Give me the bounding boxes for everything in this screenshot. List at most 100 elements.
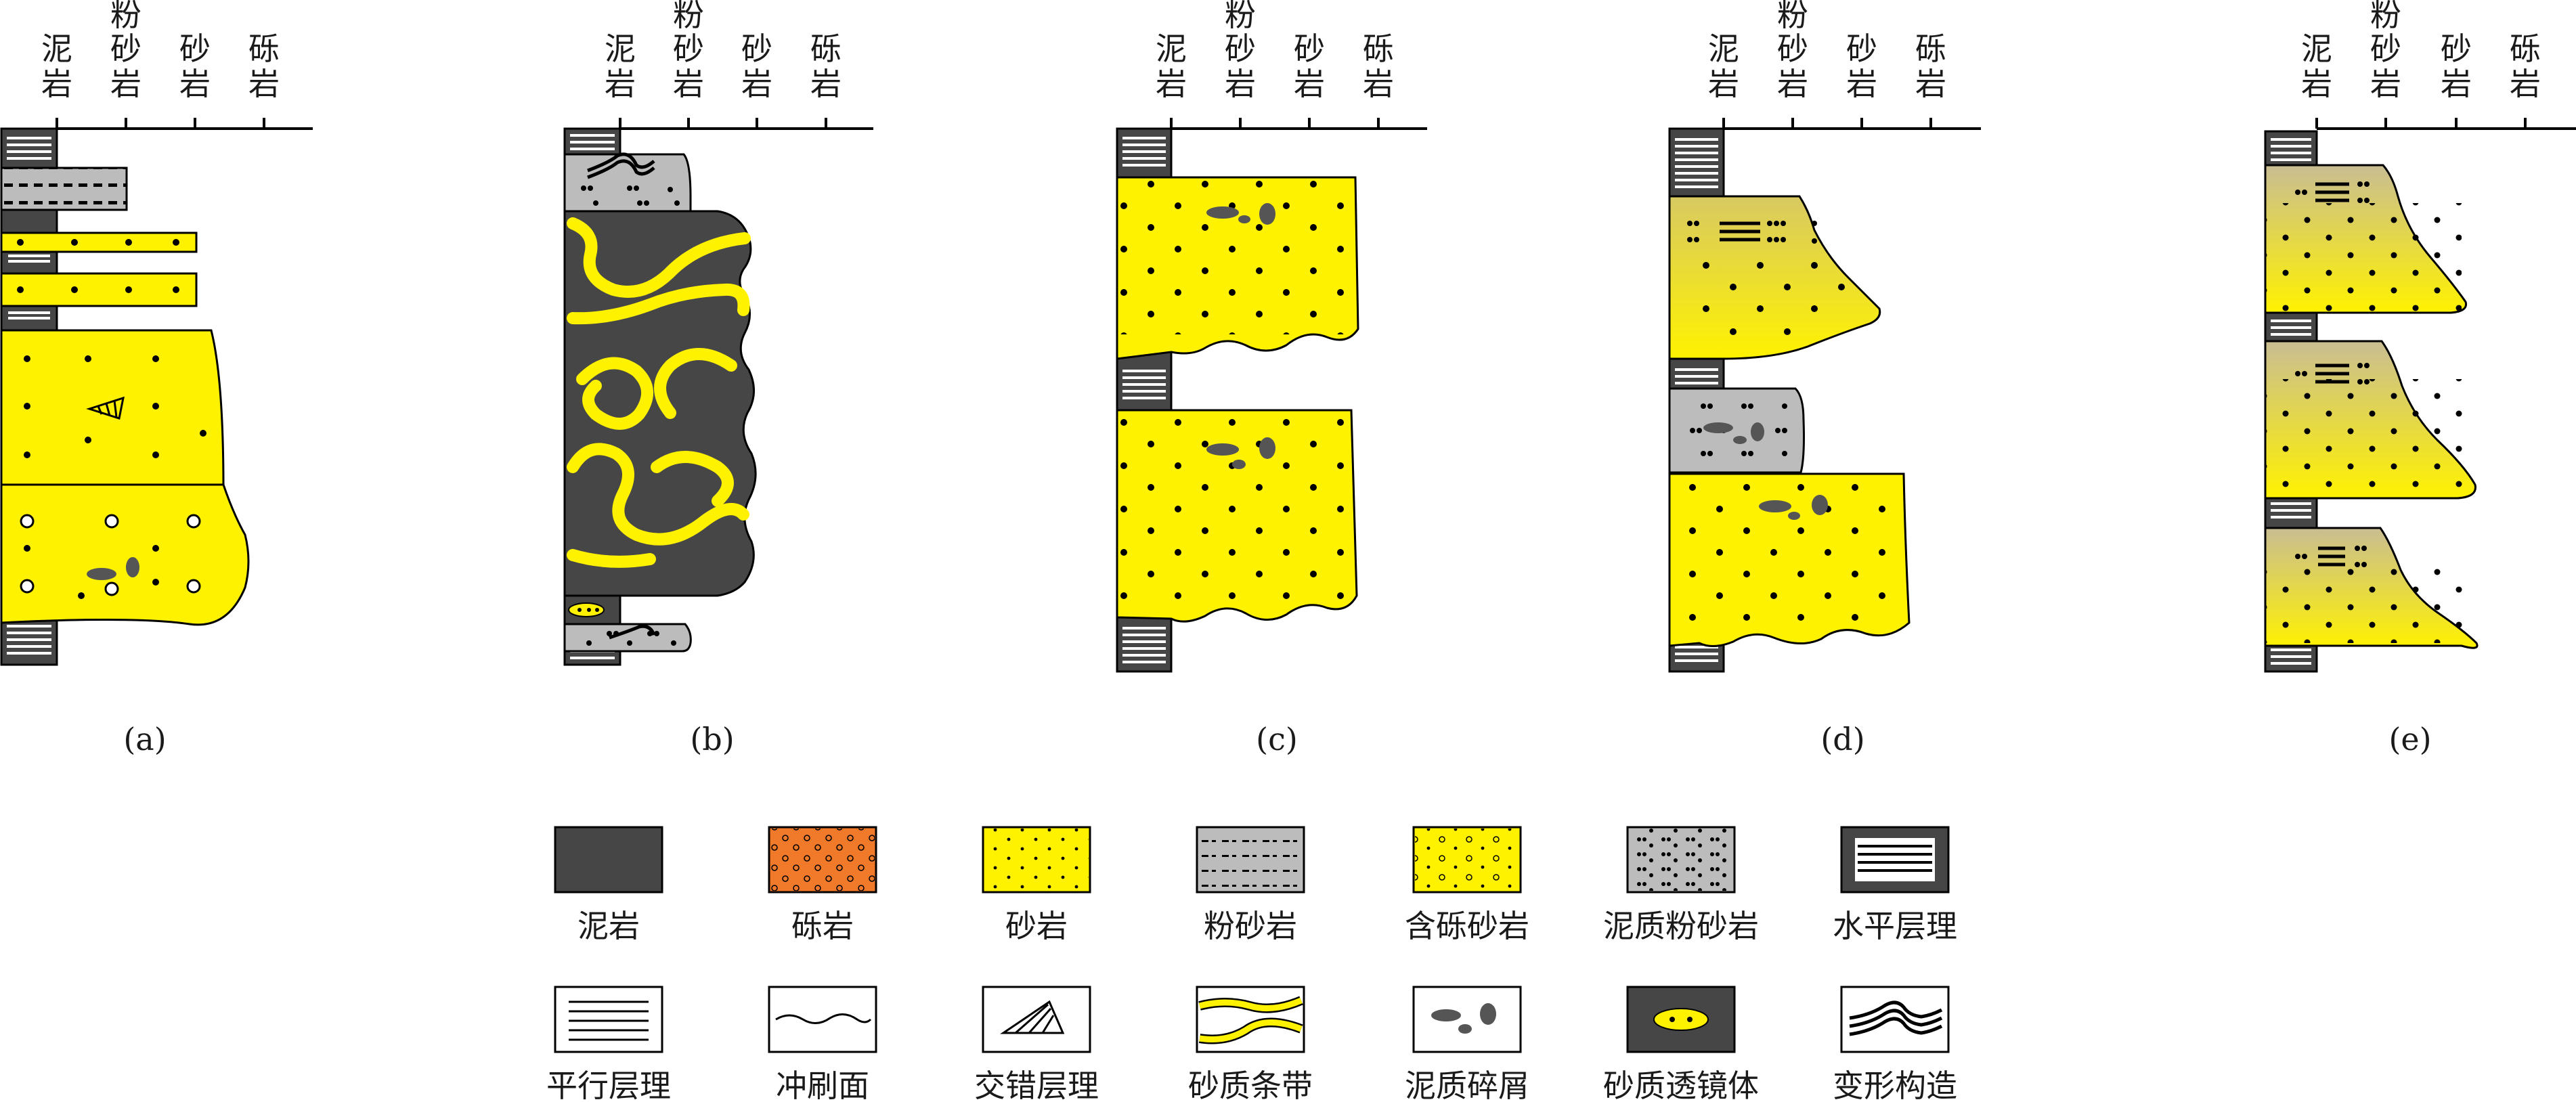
legend-label-siltstone: 粉砂岩 <box>1204 908 1297 944</box>
legend-swatch-horizontal-bedding-inner <box>1855 838 1935 881</box>
axis-label-siltstone-3: 岩 <box>1777 66 1808 102</box>
legend-item-sandy-lens: 砂质透镜体 <box>1603 986 1759 1102</box>
legend-swatch-mudstone <box>554 826 663 894</box>
sandy-lens-dots-b <box>577 608 599 612</box>
axis-label-siltstone-3: 岩 <box>2370 66 2401 102</box>
sand-dots-e1 <box>2265 203 2462 311</box>
pebbles-a <box>20 514 201 596</box>
legend-item-siltstone: 粉砂岩 <box>1196 826 1305 944</box>
sandstone-bed-a <box>0 329 225 488</box>
legend-item-argillaceous-siltstone: 泥质粉砂岩 <box>1603 826 1759 944</box>
legend-item-sandstone: 砂岩 <box>982 826 1091 944</box>
axis-label-mudstone-1: 泥 <box>1708 30 1739 67</box>
legend-swatch-deformation-lines <box>1849 1000 1943 1036</box>
mud-clasts-a <box>87 557 139 580</box>
legend-item-parallel-bedding: 平行层理 <box>546 986 671 1102</box>
axis-label-conglomerate-1: 砾 <box>248 30 280 67</box>
panel-c: 泥 岩 粉 砂 岩 砂 岩 砾 岩 (c) <box>1116 0 1427 757</box>
axis-label-siltstone-2: 砂 <box>110 30 141 67</box>
grain-axis-a: 泥 岩 粉 砂 岩 砂 岩 砾 岩 <box>41 0 313 130</box>
axis-label-siltstone-2: 砂 <box>2370 30 2401 67</box>
legend-swatch-sandy-lens-shape <box>1653 1008 1709 1031</box>
axis-label-conglomerate-2: 岩 <box>1915 66 1946 102</box>
panel-d: 泥 岩 粉 砂 岩 砂 岩 砾 岩 <box>1668 0 1981 757</box>
thin-sand-bed-a1 <box>0 232 198 253</box>
sandy-bands-b <box>567 217 751 568</box>
axis-label-sandstone-1: 砂 <box>1294 30 1325 67</box>
legend-label-scour-surface: 冲刷面 <box>776 1067 869 1102</box>
legend-swatch-parallel-bedding <box>554 986 663 1053</box>
axis-label-siltstone-2: 砂 <box>1225 30 1256 67</box>
legend-item-mud-clasts: 泥质碎屑 <box>1405 986 1529 1102</box>
axis-label-sandstone-1: 砂 <box>1846 30 1877 67</box>
axis-label-siltstone-1: 粉 <box>1777 0 1808 33</box>
sand-dots-e3 <box>2265 566 2471 643</box>
legend-label-mud-clasts: 泥质碎屑 <box>1405 1067 1529 1102</box>
legend-item-pebbly-sandstone: 含砾砂岩 <box>1405 826 1529 944</box>
axis-label-siltstone-1: 粉 <box>673 0 704 33</box>
legend-label-parallel-bedding: 平行层理 <box>546 1067 671 1102</box>
legend-item-horizontal-bedding: 水平层理 <box>1833 826 1957 944</box>
legend-label-pebbly-sandstone: 含砾砂岩 <box>1405 908 1529 944</box>
axis-label-mudstone-2: 岩 <box>1708 66 1739 102</box>
panel-b: 泥 岩 粉 砂 岩 砂 岩 砾 岩 <box>563 0 873 757</box>
sandstone-dots-d <box>1669 474 1904 634</box>
legend-swatch-scour-surface <box>768 986 877 1053</box>
legend-label-sandstone: 砂岩 <box>1005 908 1068 944</box>
axis-label-conglomerate-2: 岩 <box>810 66 842 102</box>
sandy-lens-b <box>568 602 605 617</box>
horizontal-bedding-symbol-d <box>1720 221 1760 242</box>
panel-caption-a: (a) <box>123 721 166 757</box>
axis-label-mudstone-2: 岩 <box>2301 66 2332 102</box>
legend-swatch-horizontal-bedding-lines <box>1858 845 1932 872</box>
legend-item-mudstone: 泥岩 <box>554 826 663 944</box>
axis-label-conglomerate-1: 砾 <box>1363 30 1394 67</box>
legend-label-sandy-band: 砂质条带 <box>1188 1067 1313 1102</box>
legend: 泥岩 砾岩 砂岩 粉砂岩 含砾砂岩 泥质粉砂岩 <box>546 826 1957 1102</box>
symbol-dots-d <box>1767 221 1786 242</box>
legend-swatch-sandy-lens-dots <box>1669 1017 1693 1022</box>
axis-label-conglomerate-2: 岩 <box>2510 66 2541 102</box>
legend-swatch-pebbly-sandstone-pattern <box>1415 829 1519 891</box>
axis-label-sandstone-1: 砂 <box>179 30 211 67</box>
axis-label-mudstone-1: 泥 <box>605 30 636 67</box>
legend-swatch-cross-bedding <box>982 986 1091 1053</box>
sandstone-dots-a <box>24 355 206 599</box>
legend-swatch-sandstone-pattern <box>984 829 1089 891</box>
panel-e: 泥 岩 粉 砂 岩 砂 岩 砾 岩 <box>2264 0 2576 757</box>
pebbly-sandstone-bed-a <box>0 483 250 626</box>
thin-sand-bed-a2 <box>0 272 198 307</box>
legend-label-conglomerate: 砾岩 <box>791 908 854 944</box>
axis-label-mudstone-1: 泥 <box>1156 30 1187 67</box>
grain-axis-e: 泥 岩 粉 砂 岩 砂 岩 砾 岩 <box>2301 0 2576 130</box>
legend-swatch-mud-clasts <box>1412 986 1522 1053</box>
mud-clasts-d <box>1703 422 1764 444</box>
axis-label-siltstone-1: 粉 <box>2370 0 2401 33</box>
axis-label-sandstone-2: 岩 <box>741 66 772 102</box>
axis-label-conglomerate-1: 砾 <box>810 30 842 67</box>
horizontal-bedding-c <box>1122 137 1166 663</box>
axis-label-conglomerate-2: 岩 <box>248 66 280 102</box>
axis-label-mudstone-2: 岩 <box>605 66 636 102</box>
axis-label-conglomerate-1: 砾 <box>2510 30 2541 67</box>
panel-caption-b: (b) <box>690 721 734 757</box>
axis-label-mudstone-1: 泥 <box>2301 30 2332 67</box>
muddy-sand-dots-d <box>1687 221 1845 335</box>
muddy-sand-bed-d <box>1668 195 1881 360</box>
legend-label-horizontal-bedding: 水平层理 <box>1833 908 1957 944</box>
legend-swatch-mud-clasts-shapes <box>1431 1003 1496 1034</box>
legend-label-deformation-structure: 变形构造 <box>1833 1067 1957 1102</box>
grain-axis-b: 泥 岩 粉 砂 岩 砂 岩 砾 岩 <box>605 0 873 130</box>
legend-swatch-scour-surface-line <box>775 1013 872 1024</box>
horizontal-bedding-a <box>7 137 51 655</box>
panel-caption-c: (c) <box>1256 721 1298 757</box>
legend-swatch-parallel-bedding-lines <box>569 1000 649 1041</box>
axis-label-conglomerate-2: 岩 <box>1363 66 1394 102</box>
axis-label-mudstone-2: 岩 <box>41 66 72 102</box>
legend-swatch-siltstone-pattern <box>1198 829 1303 891</box>
legend-item-scour-surface: 冲刷面 <box>768 986 877 1102</box>
axis-label-siltstone-3: 岩 <box>110 66 141 102</box>
axis-label-sandstone-2: 岩 <box>179 66 211 102</box>
mud-clasts-c <box>1206 203 1275 469</box>
axis-label-conglomerate-1: 砾 <box>1915 30 1946 67</box>
